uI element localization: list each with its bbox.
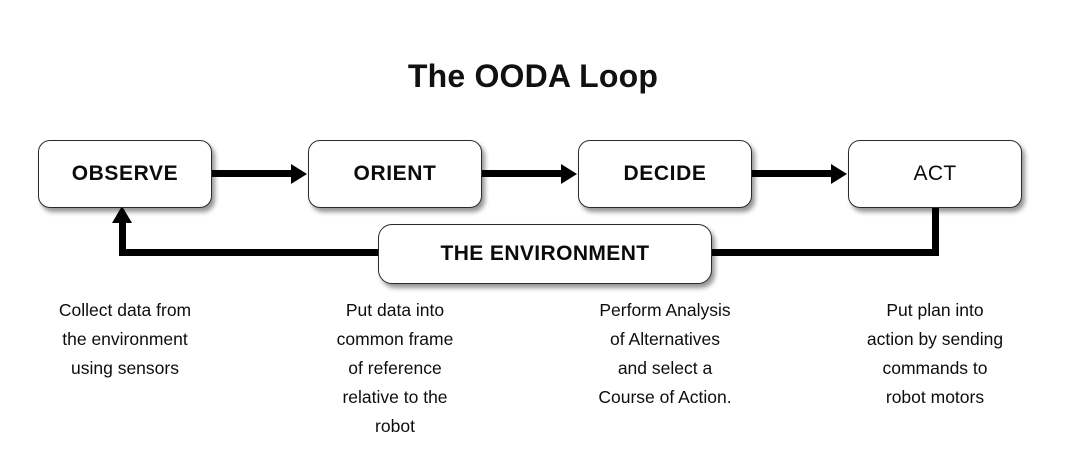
node-orient[interactable]: ORIENT: [308, 140, 482, 208]
caption-orient: Put data into common frame of reference …: [336, 300, 454, 436]
node-orient-label: ORIENT: [353, 162, 437, 185]
node-environment-label: THE ENVIRONMENT: [440, 242, 650, 265]
node-act-label: ACT: [913, 162, 957, 185]
node-act[interactable]: ACT: [848, 140, 1022, 208]
node-decide[interactable]: DECIDE: [578, 140, 752, 208]
page-title: The OODA Loop: [407, 58, 659, 94]
node-decide-label: DECIDE: [623, 162, 707, 185]
arrow-orient-to-decide: [482, 163, 577, 184]
caption-decide: Perform Analysis of Alternatives and sel…: [598, 300, 732, 407]
feedback-line-vertical-right: [932, 208, 939, 256]
node-environment[interactable]: THE ENVIRONMENT: [378, 224, 712, 284]
feedback-line-vertical-left: [119, 222, 126, 256]
feedback-arrowhead-icon: [112, 206, 132, 223]
node-observe[interactable]: OBSERVE: [38, 140, 212, 208]
arrow-observe-to-orient: [212, 163, 307, 184]
arrow-decide-to-act: [752, 163, 847, 184]
node-observe-label: OBSERVE: [71, 162, 179, 185]
caption-observe: Collect data from the environment using …: [58, 300, 192, 378]
caption-act: Put plan into action by sending commands…: [866, 300, 1004, 407]
